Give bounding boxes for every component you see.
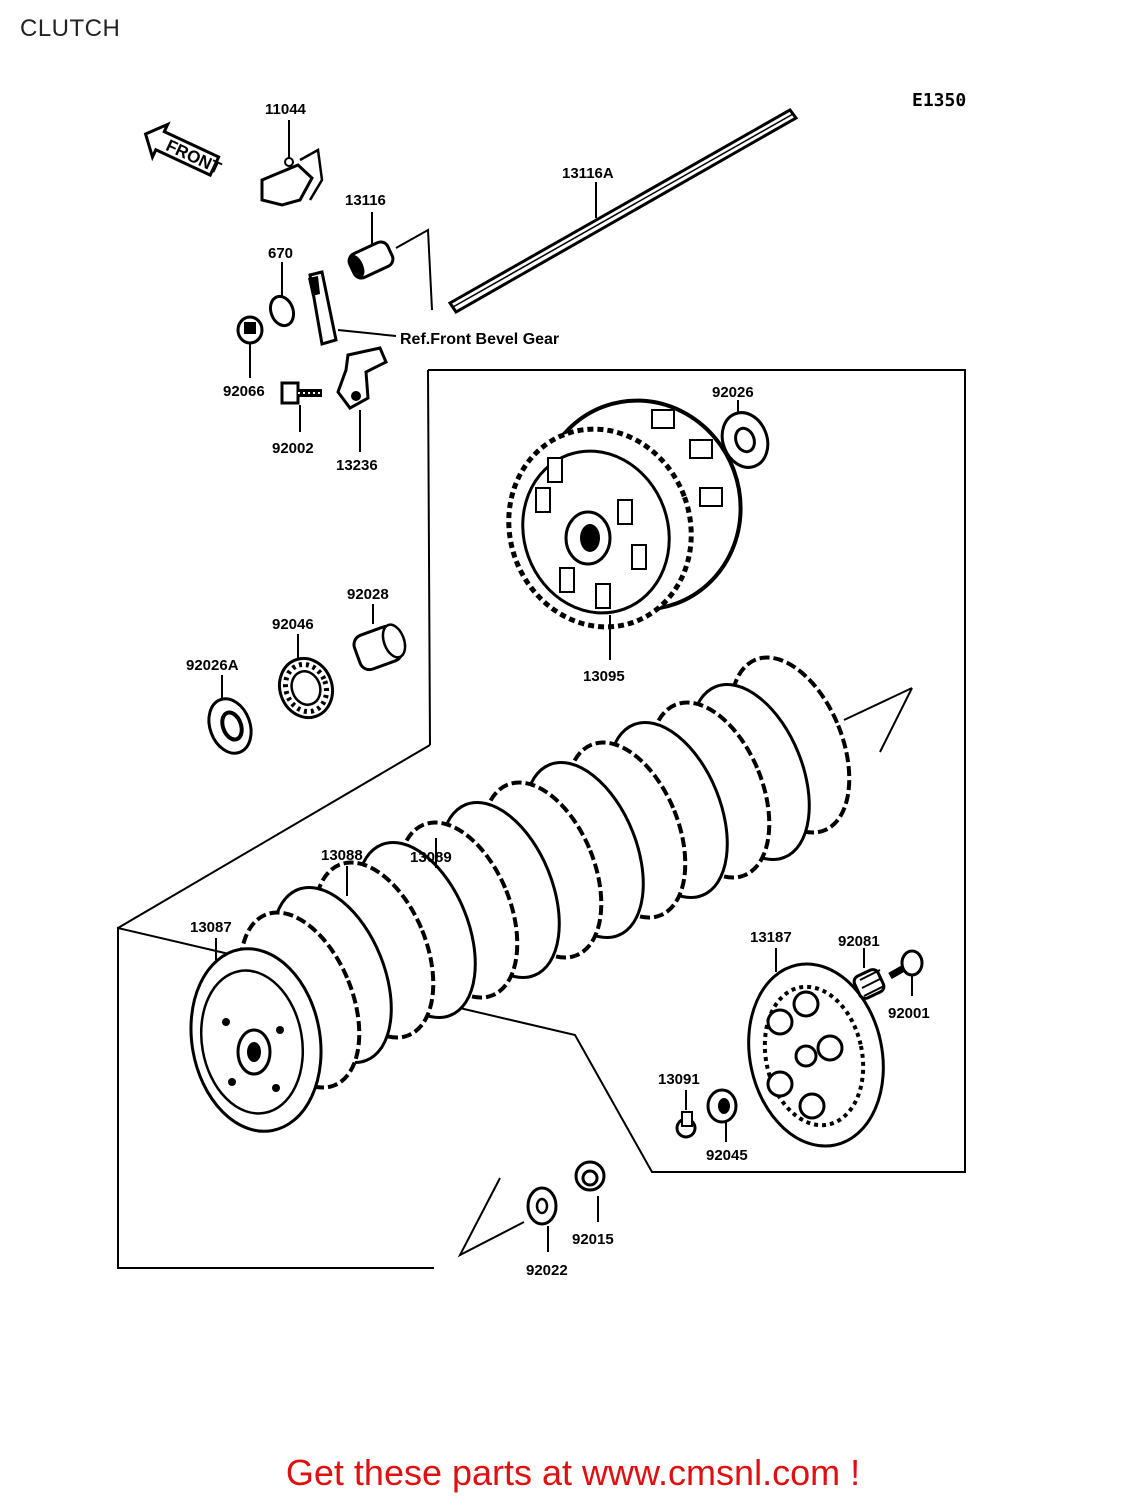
part-label-11044: 11044	[265, 101, 307, 118]
part-13087-clutch-hub[interactable]	[177, 938, 335, 1142]
part-label-92046: 92046	[272, 616, 314, 633]
part-92002-bolt[interactable]	[280, 381, 322, 432]
front-arrow-icon: FRONT	[143, 121, 225, 178]
part-13116A-shaft[interactable]	[447, 108, 799, 314]
part-label-92066: 92066	[223, 383, 265, 400]
part-label-13187: 13187	[750, 929, 792, 946]
part-13116-bushing[interactable]	[346, 212, 433, 311]
part-label-92002: 92002	[272, 440, 314, 457]
part-92026-washer[interactable]	[715, 400, 775, 474]
part-label-92026: 92026	[712, 384, 754, 401]
ref-front-bevel-gear: Ref.Front Bevel Gear	[400, 331, 559, 348]
part-92045-ball-bearing[interactable]	[706, 1088, 738, 1142]
assembly-frame-outline	[117, 369, 966, 1269]
part-13095-clutch-housing[interactable]	[481, 372, 770, 660]
part-label-13116A: 13116A	[562, 165, 614, 182]
part-label-13091: 13091	[658, 1071, 700, 1088]
page-title: CLUTCH	[20, 15, 121, 42]
part-label-13095: 13095	[583, 668, 625, 685]
diagram-code: E1350	[912, 90, 966, 111]
part-92001-bolt[interactable]	[888, 949, 924, 996]
part-92015-nut[interactable]	[574, 1160, 606, 1222]
part-label-92022: 92022	[526, 1262, 568, 1279]
front-label: FRONT	[163, 136, 225, 178]
part-label-92026A: 92026A	[186, 657, 239, 674]
part-92022-washer[interactable]	[457, 1177, 558, 1258]
part-label-92028: 92028	[347, 586, 389, 603]
part-label-13089: 13089	[410, 849, 452, 866]
part-13236-lever[interactable]	[336, 346, 388, 452]
part-pushrod-lever-shaft[interactable]	[308, 270, 397, 346]
footer-promo-link[interactable]: Get these parts at www.cmsnl.com !	[285, 1452, 861, 1493]
part-11044-bracket[interactable]	[260, 120, 324, 207]
part-label-13116: 13116	[345, 192, 386, 209]
part-label-670: 670	[268, 245, 293, 262]
part-670-oring[interactable]	[267, 262, 298, 329]
part-label-92001: 92001	[888, 1005, 930, 1022]
part-13187-pressure-plate[interactable]	[732, 948, 899, 1159]
part-92028-sleeve[interactable]	[351, 604, 409, 672]
part-92066-plug[interactable]	[236, 315, 264, 378]
part-label-92015: 92015	[572, 1231, 614, 1248]
part-label-13088: 13088	[321, 847, 363, 864]
part-label-92081: 92081	[838, 933, 880, 950]
part-92026A-washer[interactable]	[202, 675, 259, 759]
part-92081-spring[interactable]	[852, 948, 886, 1000]
part-label-92045: 92045	[706, 1147, 748, 1164]
part-92046-needle-bearing[interactable]	[271, 634, 340, 725]
part-13091-pusher[interactable]	[675, 1090, 697, 1139]
clutch-exploded-diagram: E1350 FRONT 11044 13116A 13116 670 Ref.F…	[117, 90, 966, 1279]
part-label-13236: 13236	[336, 457, 378, 474]
part-label-13087: 13087	[190, 919, 232, 936]
